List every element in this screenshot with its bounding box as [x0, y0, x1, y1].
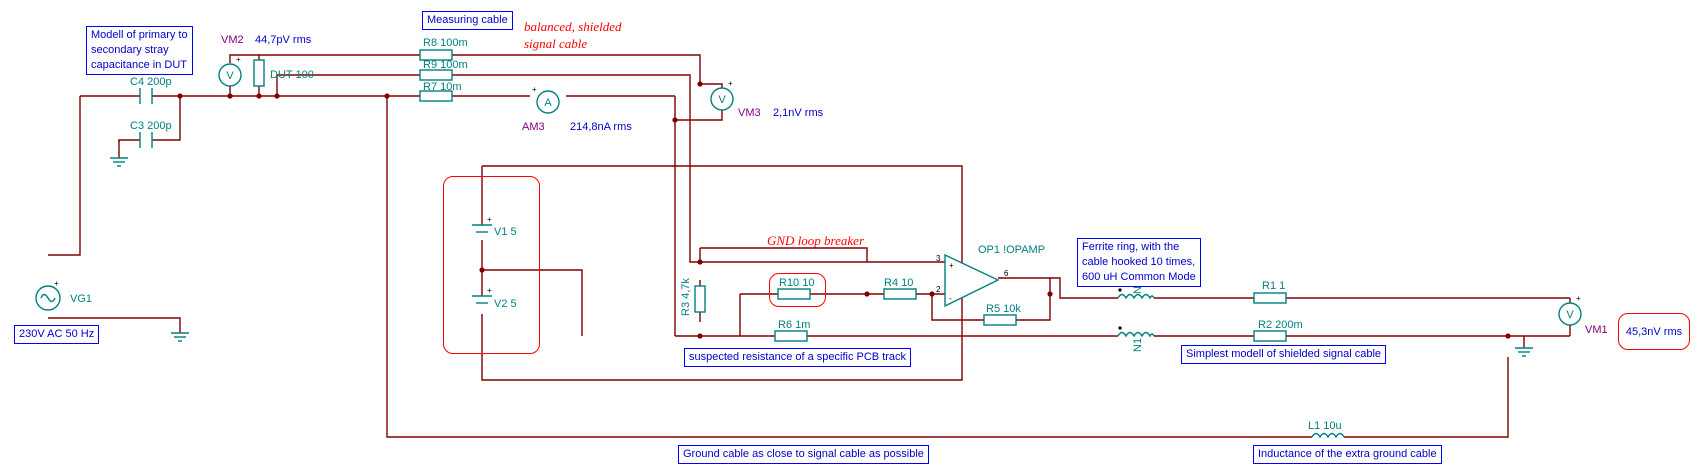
v2-label: V2 5: [494, 298, 517, 310]
r5-label: R5 10k: [986, 303, 1021, 315]
op1-minus: -: [949, 294, 952, 303]
resistor-r4: R4 10: [883, 277, 917, 300]
r4-label: R4 10: [884, 277, 913, 289]
ground-symbol-source: [171, 332, 189, 342]
vm3-label: VM3: [738, 107, 761, 119]
ferrite-note-line-2: cable hooked 10 times,: [1082, 256, 1196, 268]
r10-highlight-box: [769, 273, 826, 307]
v1-label: V1 5: [494, 226, 517, 238]
resistor-r3: R3 4,7k: [680, 278, 706, 316]
v1-plus: +: [487, 215, 492, 224]
vm1-reading-box: 45,3nV rms: [1618, 313, 1690, 350]
op1-plus: +: [949, 261, 954, 270]
stray-note-line-3: capacitance in DUT: [91, 59, 187, 71]
v2-plus: +: [487, 286, 492, 295]
opamp-op1: + - 3 2 6 OP1 !OPAMP: [936, 244, 1045, 308]
c3-label: C3 200p: [130, 120, 172, 132]
n1-label: N1: [1132, 338, 1144, 352]
r9-label: R9 100m: [423, 59, 468, 71]
capacitor-c3: C3 200p: [130, 120, 172, 148]
vm3-symbol: V: [718, 94, 726, 106]
am3-label: AM3: [522, 121, 545, 133]
vm1-reading: 45,3nV rms: [1625, 325, 1683, 338]
ferrite-ring-note: Ferrite ring, with the cable hooked 10 t…: [1077, 238, 1201, 287]
vm2-symbol: V: [226, 70, 234, 82]
ground-symbol-c3: [110, 157, 128, 167]
resistor-r6: R6 1m: [774, 319, 810, 342]
resistor-r2: R2 200m: [1253, 319, 1303, 342]
resistor-r9: R9 100m: [419, 59, 468, 81]
vg1-plus: +: [54, 279, 59, 288]
vm1-label: VM1: [1585, 324, 1608, 336]
r7-label: R7 10m: [423, 81, 462, 93]
voltmeter-vm1: V + VM1: [1558, 294, 1608, 336]
r6-label: R6 1m: [778, 319, 810, 331]
vm2-reading: 44,7pV rms: [255, 34, 312, 46]
battery-v2: + V2 5: [472, 286, 517, 310]
am3-plus: +: [532, 85, 537, 94]
resistor-r5: R5 10k: [983, 303, 1021, 326]
r8-label: R8 100m: [423, 37, 468, 49]
c4-label: C4 200p: [130, 76, 172, 88]
vm2-plus: +: [236, 55, 241, 64]
ground-cable-note: Ground cable as close to signal cable as…: [678, 445, 929, 464]
resistor-r10: R10 10: [777, 277, 814, 300]
resistor-r7: R7 10m: [419, 81, 462, 102]
vm2-label: VM2: [221, 34, 244, 46]
measuring-cable-note: Measuring cable: [422, 11, 513, 30]
note-balanced: balanced, shielded: [524, 19, 622, 34]
ammeter-am3: A + AM3 214,8nA rms: [522, 85, 632, 133]
stray-capacitance-note: Modell of primary to secondary stray cap…: [86, 26, 193, 75]
wires: [47, 54, 1571, 438]
battery-v1: + V1 5: [472, 215, 517, 238]
vm1-plus: +: [1576, 294, 1581, 303]
ground-symbol-output: [1515, 347, 1533, 357]
shielded-cable-note: Simplest modell of shielded signal cable: [1181, 345, 1387, 364]
junction-dots: [177, 81, 1511, 339]
resistor-dut: DUT 100: [253, 59, 314, 87]
l1-label: L1 10u: [1308, 420, 1342, 432]
battery-highlight-box: [443, 176, 540, 354]
voltmeter-vm3: V + VM3 2,1nV rms: [710, 79, 824, 119]
dut-label: DUT 100: [270, 69, 314, 81]
r10-label: R10 10: [779, 277, 814, 289]
vm1-symbol: V: [1566, 309, 1574, 321]
ferrite-note-line-1: Ferrite ring, with the: [1082, 241, 1180, 253]
am3-reading: 214,8nA rms: [570, 121, 632, 133]
op1-label: OP1 !OPAMP: [978, 244, 1045, 256]
op1-pin2: 2: [936, 285, 941, 294]
r2-label: R2 200m: [1258, 319, 1303, 331]
ferrite-note-line-3: 600 uH Common Mode: [1082, 271, 1196, 283]
vg1-label: VG1: [70, 293, 92, 305]
resistor-r8: R8 100m: [419, 37, 468, 61]
op1-pin3: 3: [936, 254, 941, 263]
capacitor-c4: C4 200p: [130, 76, 172, 104]
op1-pin6: 6: [1004, 269, 1009, 278]
r3-label: R3 4,7k: [680, 278, 692, 316]
inductance-note: Inductance of the extra ground cable: [1253, 445, 1442, 464]
choke-n1: N1: [1117, 326, 1155, 352]
source-note: 230V AC 50 Hz: [14, 325, 100, 344]
note-gnd-loop-breaker: GND loop breaker: [767, 233, 865, 248]
vm3-plus: +: [728, 79, 733, 88]
stray-note-line-2: secondary stray: [91, 44, 169, 56]
resistor-r1: R1 1: [1253, 280, 1287, 304]
am3-symbol: A: [544, 97, 552, 109]
source-vg1: + VG1: [35, 279, 92, 311]
note-signal-cable: signal cable: [524, 36, 587, 51]
pcb-track-note: suspected resistance of a specific PCB t…: [684, 348, 912, 367]
r1-label: R1 1: [1262, 280, 1285, 292]
voltmeter-vm2: V + VM2 44,7pV rms: [218, 34, 312, 87]
stray-note-line-1: Modell of primary to: [91, 29, 188, 41]
vm3-reading: 2,1nV rms: [773, 107, 824, 119]
inductor-l1: L1 10u: [1308, 420, 1345, 439]
